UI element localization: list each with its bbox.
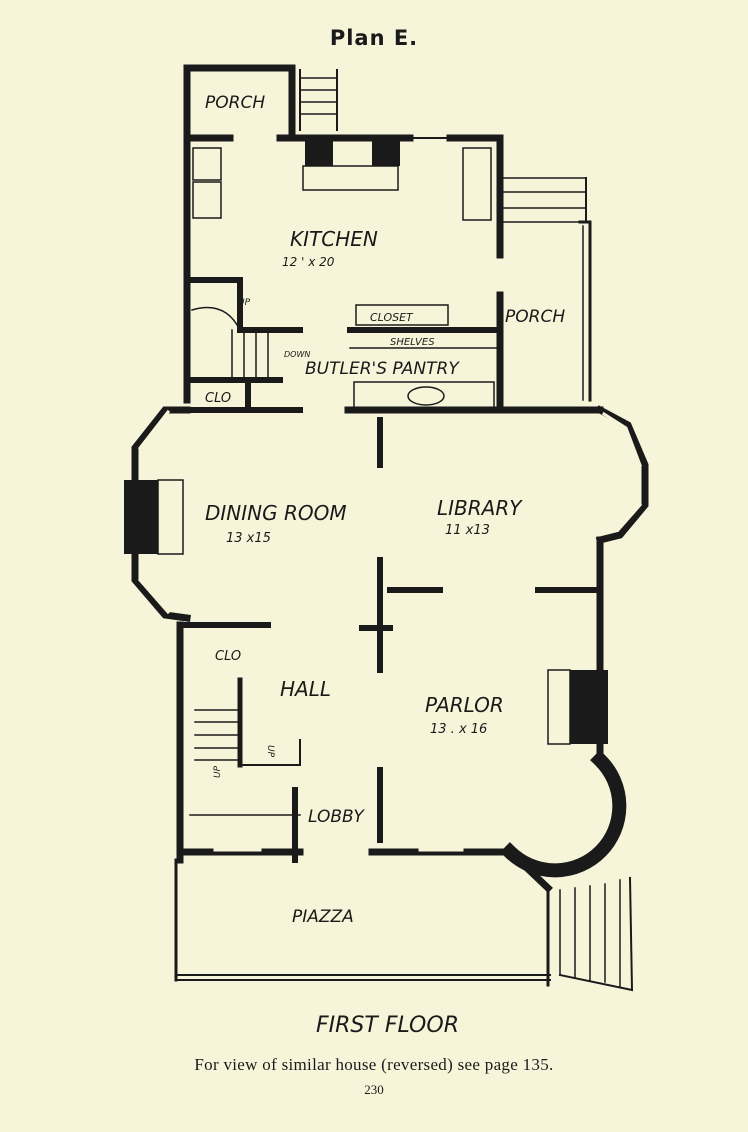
label-butlers-pantry: BUTLER'S PANTRY [305, 359, 460, 379]
room-labels: PORCH KITCHEN 12 ' x 20 UP CLOSET PORCH … [205, 93, 565, 1038]
label-library-size: 11 x13 [445, 523, 490, 538]
label-dining-room: DINING ROOM [205, 501, 347, 525]
label-hall: HALL [280, 677, 331, 701]
label-clo-lower: CLO [215, 649, 241, 664]
page-number: 230 [364, 1082, 384, 1097]
label-shelves: SHELVES [390, 337, 435, 348]
label-porch-top: PORCH [205, 93, 265, 113]
label-library: LIBRARY [437, 496, 523, 520]
label-clo-upper: CLO [205, 391, 231, 406]
label-dining-size: 13 x15 [226, 531, 271, 546]
label-parlor-size: 13 . x 16 [430, 722, 487, 737]
walls [124, 64, 649, 992]
label-kitchen-size: 12 ' x 20 [282, 255, 335, 269]
label-down: DOWN [284, 350, 310, 359]
label-up-stair: UP [238, 298, 251, 308]
label-kitchen: KITCHEN [290, 227, 378, 251]
label-piazza: PIAZZA [292, 907, 354, 927]
caption: For view of similar house (reversed) see… [194, 1055, 554, 1074]
label-porch-right: PORCH [505, 307, 565, 327]
label-lobby: LOBBY [308, 807, 365, 827]
label-up-hall-left: UP [213, 765, 223, 778]
plan-title: Plan E. [329, 26, 419, 50]
label-closet: CLOSET [370, 311, 414, 324]
label-parlor: PARLOR [425, 693, 504, 717]
label-up-hall-right: UP [265, 745, 275, 758]
label-first-floor: FIRST FLOOR [316, 1013, 459, 1038]
